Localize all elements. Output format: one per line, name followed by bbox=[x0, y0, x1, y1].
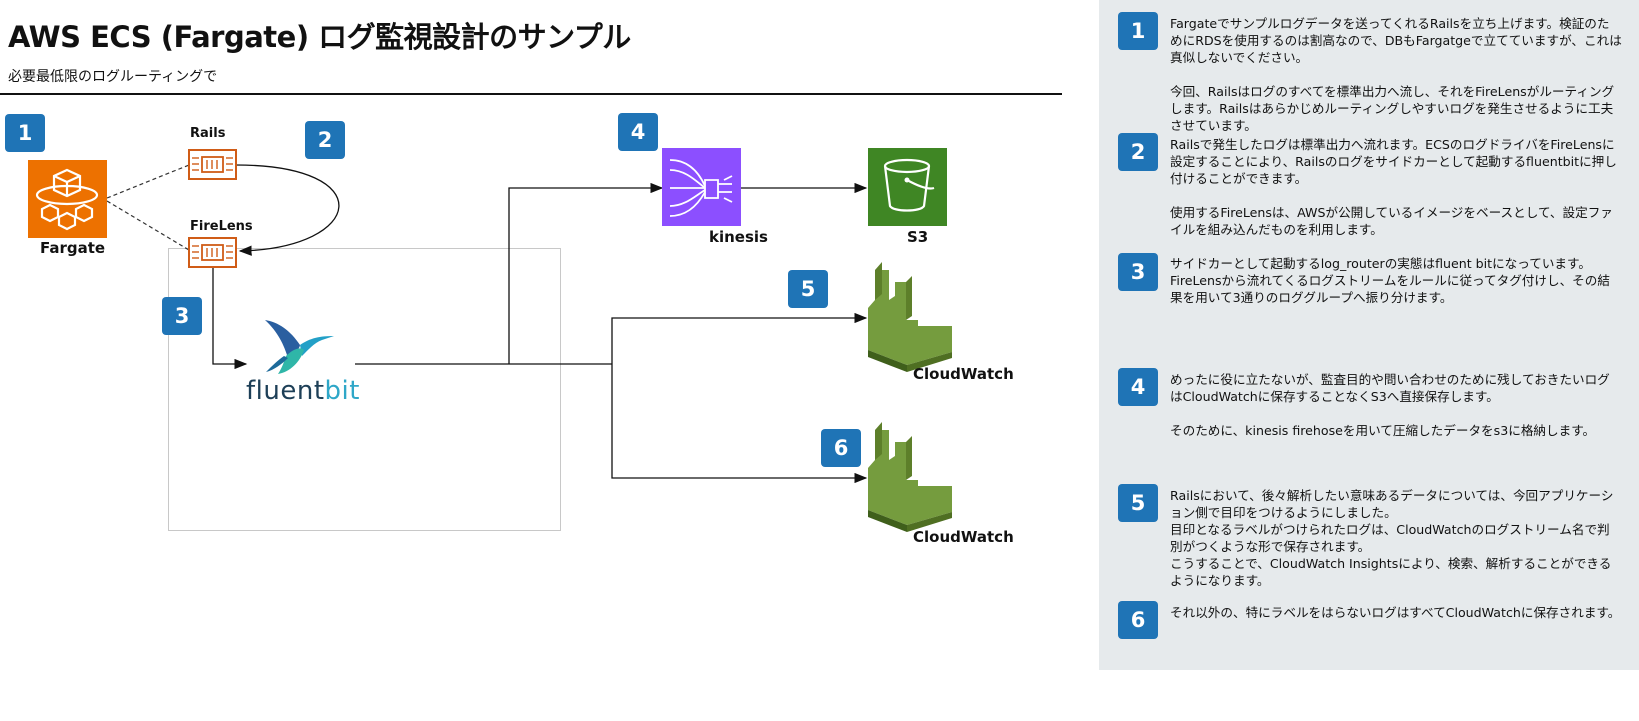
note-3-para-2: FireLensから流れてくるログストリームをルールに従ってタグ付けし、その結果… bbox=[1170, 273, 1610, 305]
note-2-para-1: Railsで発生したログは標準出力へ流れます。ECSのログドライバをFireLe… bbox=[1170, 137, 1617, 186]
cloudwatch-label-2: CloudWatch bbox=[913, 528, 1014, 546]
fluentbit-to-kinesis-arrow bbox=[508, 182, 664, 364]
note-badge-4: 4 bbox=[1118, 368, 1158, 406]
note-4-para-1: めったに役に立たないが、監査目的や問い合わせのために残しておきたいログはClou… bbox=[1170, 372, 1610, 404]
fluentbit-to-cloudwatch1-arrow bbox=[611, 312, 868, 364]
fargate-icon bbox=[28, 160, 107, 238]
title-divider bbox=[0, 93, 1062, 95]
step-badge-6: 6 bbox=[821, 429, 861, 467]
fluentbit-bird-icon bbox=[265, 320, 334, 374]
task-boundary bbox=[168, 248, 561, 531]
page-title: AWS ECS (Fargate) ログ監視設計のサンプル bbox=[8, 20, 631, 54]
note-3-para-1: サイドカーとして起動するlog_routerの実態はfluent bitになって… bbox=[1170, 256, 1591, 271]
architecture-diagram bbox=[28, 148, 952, 532]
kinesis-icon bbox=[662, 148, 741, 226]
step-badge-4: 4 bbox=[618, 113, 658, 151]
note-5-para-2: 目印となるラベルがつけられたログは、CloudWatchのログストリーム名で判別… bbox=[1170, 522, 1610, 554]
note-3: サイドカーとして起動するlog_routerの実態はfluent bitになって… bbox=[1170, 255, 1622, 306]
cloudwatch-icon-1 bbox=[868, 262, 952, 372]
s3-bucket-icon bbox=[868, 148, 947, 226]
fargate-firelens-link bbox=[106, 200, 190, 251]
page-subtitle: 必要最低限のログルーティングで bbox=[8, 69, 218, 85]
note-4-para-2: そのために、kinesis firehoseを用いて圧縮したデータをs3に格納し… bbox=[1170, 423, 1596, 438]
fargate-label: Fargate bbox=[40, 239, 106, 257]
fluentbit-wordmark: fluentbit bbox=[246, 376, 360, 406]
note-6-para-1: それ以外の、特にラベルをはらないログはすべてCloudWatchに保存されます。 bbox=[1170, 605, 1621, 620]
step-badge-3: 3 bbox=[162, 297, 202, 335]
rails-container-icon bbox=[188, 149, 237, 180]
note-1-para-2: 今回、Railsはログのすべてを標準出力へ流し、それをFireLensがルーティ… bbox=[1170, 84, 1615, 133]
step-badge-2: 2 bbox=[305, 121, 345, 159]
fargate-rails-link bbox=[106, 164, 190, 199]
rails-to-firelens-arrow bbox=[235, 164, 340, 256]
note-1-para-1: Fargateでサンプルログデータを送ってくれるRailsを立ち上げます。検証の… bbox=[1170, 16, 1622, 65]
rails-label: Rails bbox=[190, 126, 226, 141]
cloudwatch-icon-2 bbox=[868, 422, 952, 532]
note-badge-5: 5 bbox=[1118, 484, 1158, 522]
kinesis-label: kinesis bbox=[709, 228, 768, 246]
note-2: Railsで発生したログは標準出力へ流れます。ECSのログドライバをFireLe… bbox=[1170, 136, 1622, 238]
firelens-container-icon bbox=[188, 237, 237, 268]
fluentbit-to-cloudwatch2-arrow bbox=[611, 364, 868, 484]
explanation-panel: 1 Fargateでサンプルログデータを送ってくれるRailsを立ち上げます。検… bbox=[1099, 0, 1639, 670]
note-5-para-3: こうすることで、CloudWatch Insightsにより、検索、解析すること… bbox=[1170, 556, 1612, 588]
firelens-label: FireLens bbox=[190, 219, 253, 234]
step-badge-1: 1 bbox=[5, 114, 45, 152]
note-5: Railsにおいて、後々解析したい意味あるデータについては、今回アプリケーション… bbox=[1170, 487, 1622, 589]
note-4: めったに役に立たないが、監査目的や問い合わせのために残しておきたいログはClou… bbox=[1170, 371, 1622, 439]
cloudwatch-label-1: CloudWatch bbox=[913, 365, 1014, 383]
note-6: それ以外の、特にラベルをはらないログはすべてCloudWatchに保存されます。 bbox=[1170, 604, 1622, 621]
note-badge-6: 6 bbox=[1118, 601, 1158, 639]
note-5-para-1: Railsにおいて、後々解析したい意味あるデータについては、今回アプリケーション… bbox=[1170, 488, 1614, 520]
step-badge-5: 5 bbox=[788, 270, 828, 308]
s3-label: S3 bbox=[907, 228, 929, 246]
firelens-to-fluentbit-arrow bbox=[212, 268, 248, 370]
note-1: Fargateでサンプルログデータを送ってくれるRailsを立ち上げます。検証の… bbox=[1170, 15, 1622, 134]
note-2-para-2: 使用するFireLensは、AWSが公開しているイメージをベースとして、設定ファ… bbox=[1170, 205, 1613, 237]
note-badge-1: 1 bbox=[1118, 12, 1158, 50]
note-badge-3: 3 bbox=[1118, 253, 1158, 291]
note-badge-2: 2 bbox=[1118, 133, 1158, 171]
